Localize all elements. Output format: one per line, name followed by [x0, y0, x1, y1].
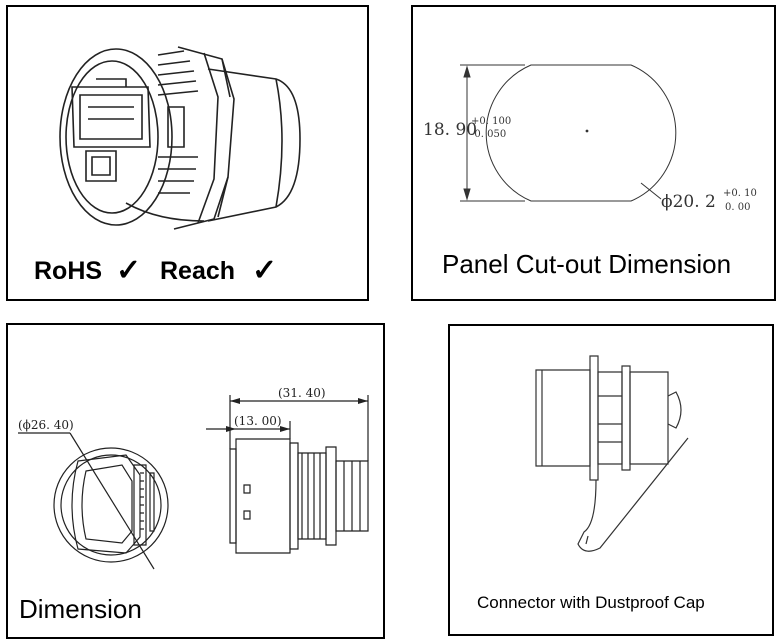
dimension-drawing: (ϕ26. 40) (31. 40) (13. 00)	[18, 386, 369, 570]
rohs-check-icon: ✓	[116, 254, 142, 287]
rohs-label: RoHS	[34, 257, 103, 285]
cutout-title: Panel Cut-out Dimension	[442, 249, 732, 279]
cutout-diameter-value: ϕ20. 2	[661, 192, 716, 212]
reach-label: Reach	[160, 257, 236, 285]
reach-check-icon: ✓	[252, 254, 278, 287]
cutout-diameter-tol-plus: +0. 10	[723, 188, 757, 199]
cutout-height-value: 18. 90	[423, 120, 477, 140]
dustcap-panel: Connector with Dustproof Cap	[448, 324, 774, 636]
dimension-title: Dimension	[19, 594, 142, 624]
cutout-panel: 18. 90 +0. 100 -0. 050 ϕ20. 2 +0. 10 0. …	[411, 5, 776, 301]
dustcap-title: Connector with Dustproof Cap	[477, 593, 705, 612]
cutout-drawing: 18. 90 +0. 100 -0. 050 ϕ20. 2 +0. 10 0. …	[423, 64, 757, 213]
cutout-diameter-tol-minus: 0. 00	[725, 202, 750, 213]
dimension-panel: (ϕ26. 40) (31. 40) (13. 00) Dimension	[6, 323, 385, 639]
cutout-height-tol-plus: +0. 100	[471, 116, 511, 127]
cutout-height-tol-minus: -0. 050	[471, 129, 506, 140]
product-panel: RoHS ✓ Reach ✓	[6, 5, 369, 301]
overall-length-label: (31. 40)	[278, 386, 326, 400]
flange-length-label: (13. 00)	[234, 414, 282, 428]
connector-product-drawing	[59, 46, 301, 230]
front-diameter-label: (ϕ26. 40)	[18, 418, 74, 432]
dustcap-drawing	[535, 355, 689, 552]
